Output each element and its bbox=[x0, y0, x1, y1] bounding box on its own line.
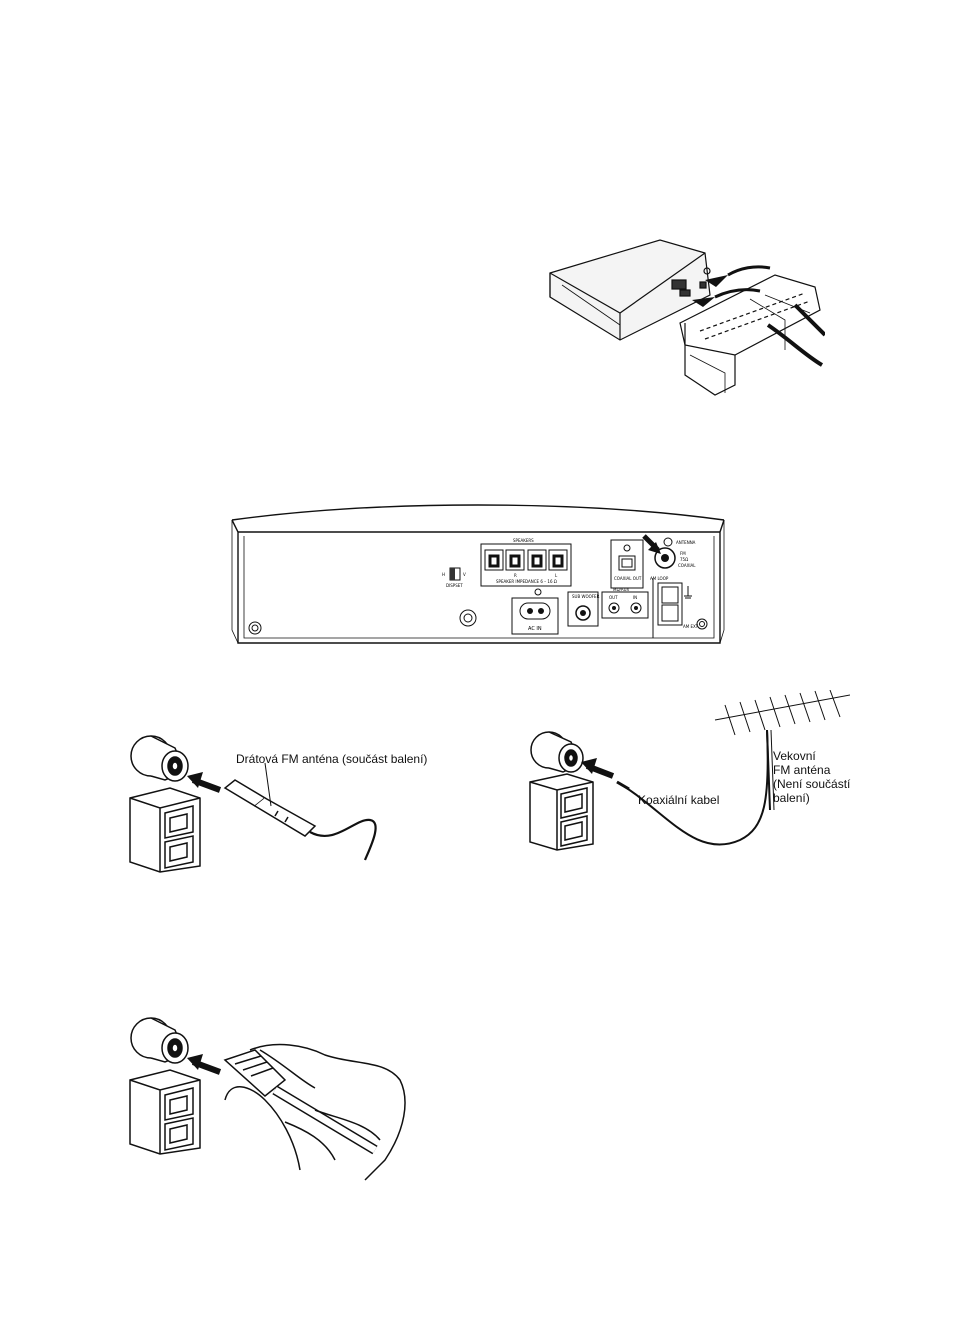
am-ext-label: AM EXT bbox=[683, 624, 699, 629]
in-label: IN bbox=[633, 595, 637, 600]
speakers-label: SPEAKERS bbox=[513, 538, 534, 543]
coaxial-label: COAXIAL bbox=[678, 563, 696, 568]
unit-cover-figure bbox=[540, 235, 825, 400]
sub-woofer-label: SUB WOOFER bbox=[572, 594, 600, 599]
rear-panel-figure: H V DISPSET SPEAKERS R L SPEAKER IMPEDAN… bbox=[228, 500, 728, 648]
ohm-label: 75Ω bbox=[680, 557, 688, 562]
wire-antenna-illustration bbox=[125, 728, 425, 873]
wire-antenna-caption: Drátová FM anténa (součást balení) bbox=[236, 752, 427, 766]
fm-label: FM bbox=[680, 551, 686, 556]
unit-cover-illustration bbox=[540, 235, 825, 400]
rear-panel-illustration: H V DISPSET SPEAKERS R L SPEAKER IMPEDAN… bbox=[228, 500, 728, 648]
outdoor-antenna-label-1: Vekovní bbox=[773, 749, 816, 763]
coaxial-out-label: COAXIAL OUT bbox=[614, 576, 642, 581]
out-label: OUT bbox=[609, 595, 618, 600]
hand-plug-figure bbox=[125, 1010, 410, 1190]
hand-plug-illustration bbox=[125, 1010, 410, 1190]
outdoor-antenna-label-2: FM anténa bbox=[773, 763, 830, 777]
wire-antenna-figure bbox=[125, 728, 425, 873]
outdoor-antenna-label-3: (Není součástí bbox=[773, 777, 850, 791]
h-label: H bbox=[442, 572, 445, 577]
display-label: DISPSET bbox=[446, 583, 463, 588]
impedance-label: SPEAKER IMPEDANCE 6 – 16 Ω bbox=[496, 579, 557, 584]
antenna-label: ANTENNA bbox=[676, 540, 696, 545]
coaxial-cable-label: Koaxiální kabel bbox=[638, 793, 719, 807]
outdoor-antenna-label-4: balení) bbox=[773, 791, 810, 805]
r-label: R bbox=[514, 573, 517, 578]
ac-in-label: AC IN bbox=[528, 626, 542, 632]
v-label: V bbox=[463, 572, 466, 577]
